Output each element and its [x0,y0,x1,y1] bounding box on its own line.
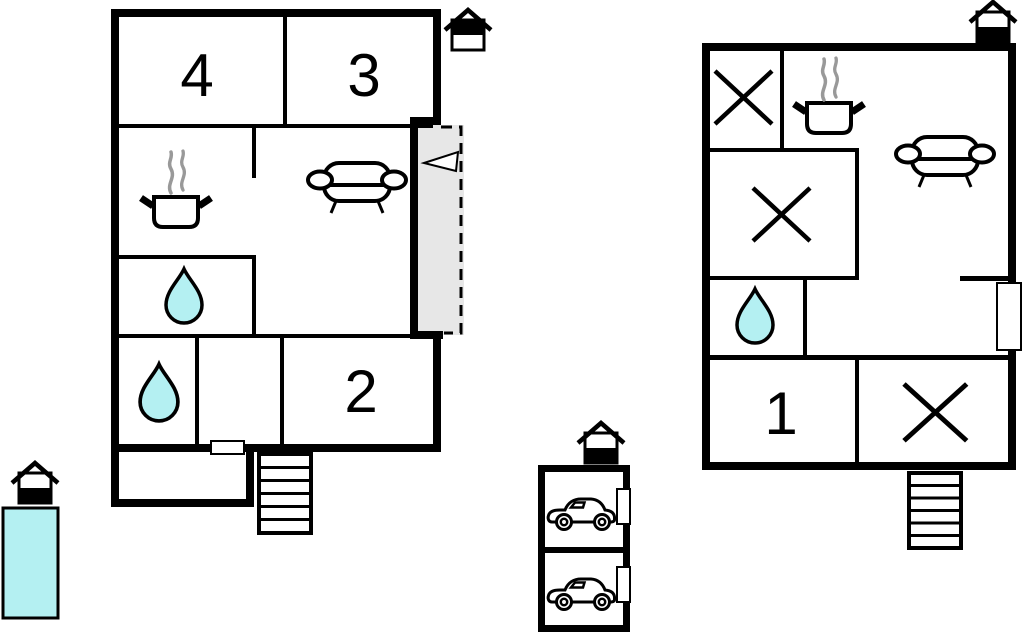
wall-segment [119,124,433,128]
left-building-walls [111,9,443,507]
room-label-1: 1 [764,380,797,447]
wall-segment [1008,43,1016,470]
sofa-icon [306,161,408,215]
room-label-3: 3 [347,42,380,109]
wall-segment [410,117,441,125]
crossed-room-x-icon [715,71,772,124]
wall-segment [433,9,441,125]
door-opening [210,440,245,455]
pot-icon [794,103,864,133]
cooking-pot-icon [794,56,864,133]
car-icon [546,577,616,611]
stairs-icon [257,452,313,535]
wall-segment [111,499,254,507]
wall-segment [855,360,859,462]
wall-segment [803,280,807,357]
door-opening [996,282,1022,351]
steam-icon [179,149,187,192]
wall-segment [433,331,441,452]
entrance-house-icon [578,423,624,463]
left-building: 4 3 2 [111,9,491,535]
wall-segment [538,547,630,553]
wall-segment [710,276,859,280]
crossed-room-x-icon [904,384,967,441]
wall-segment [702,462,1016,470]
right-building-walls [702,43,1016,470]
wall-segment [111,9,441,17]
terrace-arrow-icon [420,150,460,173]
cooking-pot-icon [141,149,211,227]
steam-icon [820,57,828,102]
terrace [418,125,464,335]
wall-segment [960,276,1008,281]
wall-segment [119,334,412,338]
room-label-4: 4 [180,42,213,109]
water-drop-icon [164,267,204,325]
wall-segment [252,255,256,338]
wall-segment [538,625,630,632]
steam-icon [167,150,175,195]
garage [538,423,631,632]
wall-segment [280,338,284,444]
wall-segment [710,148,859,152]
wall-segment [111,444,441,452]
garage-walls [538,465,630,632]
wall-segment [780,51,784,152]
wall-segment [252,128,256,178]
pot-icon [141,197,211,227]
wall-segment [246,444,254,507]
wall-segment [702,43,1016,51]
sofa-icon [894,135,996,189]
terrace-dashed-border [441,125,463,335]
wall-segment [111,9,119,507]
water-drop-icon [735,287,775,345]
entrance-house-icon [970,2,1016,42]
wall-segment [410,331,443,339]
wall-segment [119,255,256,259]
wall-segment [538,465,630,472]
door-opening [616,488,631,525]
steam-icon [832,56,840,99]
wall-segment [710,355,1008,360]
car-icon [546,497,616,531]
wall-segment [195,338,199,444]
pool-water [1,506,60,620]
water-drop-icon [138,362,180,423]
pool [1,463,60,620]
entrance-house-icon [12,463,58,503]
stairs-icon [907,471,963,550]
wall-segment [283,17,287,124]
wall-segment [855,152,859,280]
room-label-2: 2 [344,358,377,425]
entrance-house-icon [445,10,491,50]
right-building: 1 [702,2,1022,550]
wall-segment [702,43,710,470]
wall-segment [410,117,418,339]
door-opening [616,566,631,603]
crossed-room-x-icon [753,188,810,241]
